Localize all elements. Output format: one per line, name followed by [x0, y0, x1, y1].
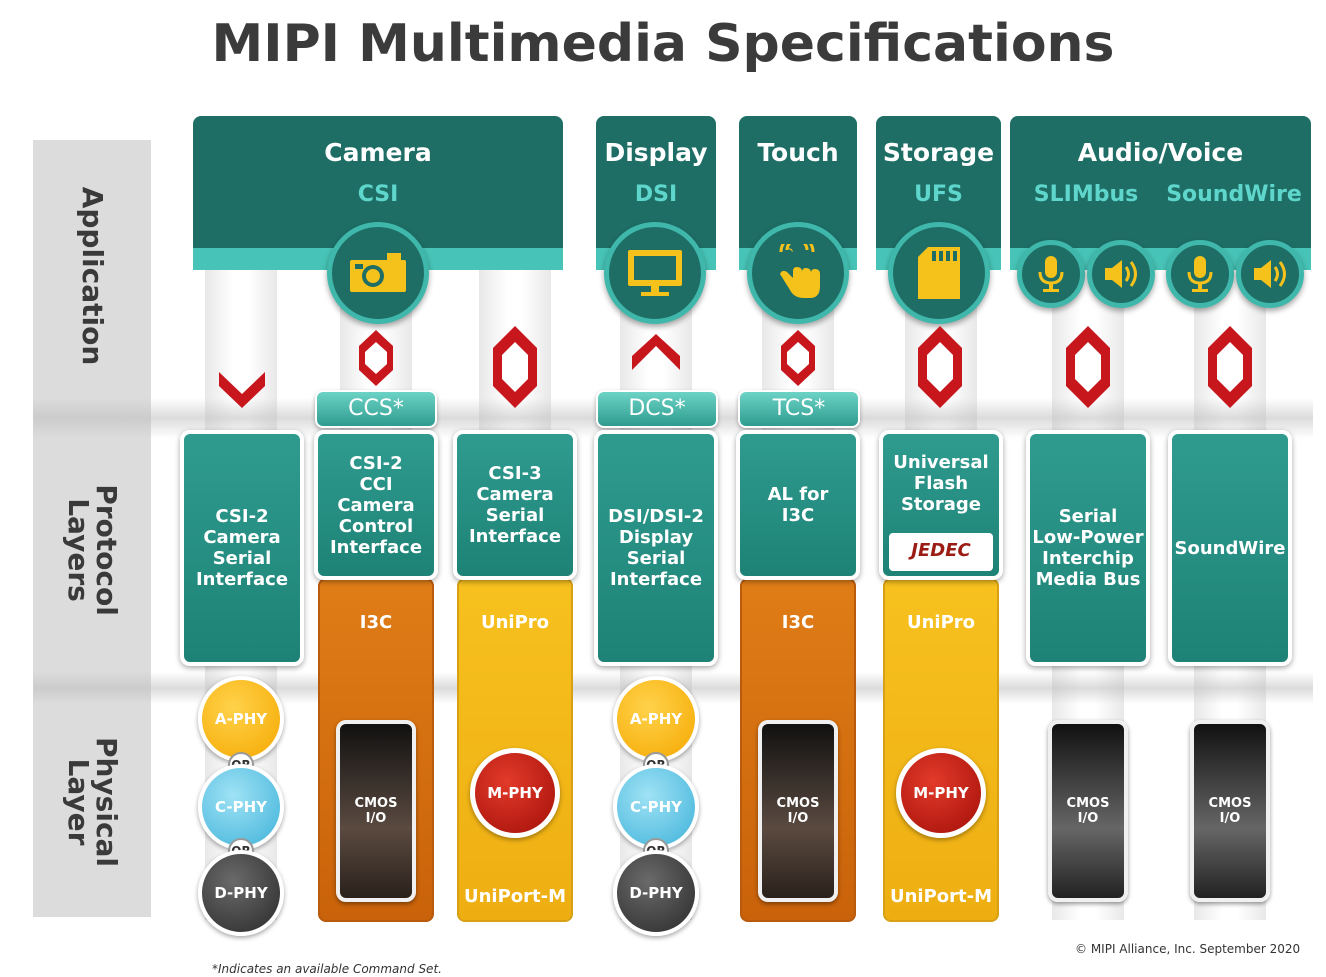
c-phy-circle: C-PHY — [613, 764, 699, 850]
cmos-io-box: CMOS I/O — [1190, 720, 1270, 902]
i3c-label: I3C — [359, 612, 393, 633]
microphone-icon — [1166, 240, 1234, 308]
cmos-io-box: CMOS I/O — [1048, 720, 1128, 902]
a-phy-circle: A-PHY — [613, 676, 699, 762]
speaker-icon — [1236, 240, 1304, 308]
bidirectional-arrow-icon — [781, 330, 815, 386]
touch-title: Touch — [757, 138, 839, 167]
d-phy-circle: D-PHY — [198, 850, 284, 936]
cmos-io-box: CMOS I/O — [758, 720, 838, 902]
camera-title: Camera — [324, 138, 432, 167]
jedec-logo: JEDEC — [889, 533, 993, 571]
copyright: © MIPI Alliance, Inc. September 2020 — [1075, 942, 1301, 956]
protocol-layer-label-box: Protocol Layers — [33, 412, 151, 687]
ccs-tag: CCS* — [315, 390, 437, 428]
cmos-io-box: CMOS I/O — [336, 720, 416, 902]
protocol-layer-label: Protocol Layers — [62, 483, 123, 616]
c-phy-circle: C-PHY — [198, 764, 284, 850]
storage-subtitle: UFS — [914, 182, 963, 207]
storage-title: Storage — [882, 138, 995, 167]
application-layer-label-box: Application — [33, 140, 151, 412]
audio-title: Audio/Voice — [1077, 138, 1244, 167]
ufs-label: Universal Flash Storage — [893, 452, 989, 515]
slimbus-subtitle: SLIMbus — [1033, 182, 1139, 207]
physical-layer-label-box: Physical Layer — [33, 687, 151, 917]
bidirectional-arrow-icon — [493, 326, 537, 408]
sd-card-icon — [888, 222, 990, 324]
footnote: *Indicates an available Command Set. — [212, 962, 442, 976]
dsi-box: DSI/DSI-2 Display Serial Interface — [594, 430, 718, 666]
down-arrow-icon — [219, 372, 265, 408]
bidirectional-arrow-icon — [1208, 326, 1252, 408]
soundwire-subtitle: SoundWire — [1166, 182, 1302, 207]
al-for-i3c-box: AL for I3C — [736, 430, 860, 580]
display-title: Display — [604, 138, 708, 167]
uniport-m-label: UniPort-M — [463, 886, 567, 907]
application-layer-label: Application — [76, 186, 109, 366]
camera-icon — [327, 222, 429, 324]
csi2-cci-box: CSI-2 CCI Camera Control Interface — [314, 430, 438, 580]
bidirectional-arrow-icon — [918, 326, 962, 408]
m-phy-circle: M-PHY — [470, 748, 560, 838]
page-title: MIPI Multimedia Specifications — [211, 14, 1115, 74]
unipro-label: UniPro — [906, 612, 976, 633]
touch-icon — [747, 222, 849, 324]
microphone-icon — [1017, 240, 1085, 308]
monitor-icon — [604, 222, 706, 324]
csi3-box: CSI-3 Camera Serial Interface — [453, 430, 577, 580]
i3c-label: I3C — [781, 612, 815, 633]
bidirectional-arrow-icon — [359, 330, 393, 386]
tcs-tag: TCS* — [738, 390, 860, 428]
m-phy-circle: M-PHY — [896, 748, 986, 838]
d-phy-circle: D-PHY — [613, 850, 699, 936]
soundwire-box: SoundWire — [1168, 430, 1292, 666]
a-phy-circle: A-PHY — [198, 676, 284, 762]
camera-subtitle: CSI — [357, 182, 399, 207]
up-arrow-icon — [632, 334, 680, 372]
speaker-icon — [1087, 240, 1155, 308]
dcs-tag: DCS* — [596, 390, 718, 428]
csi2-box: CSI-2 Camera Serial Interface — [180, 430, 304, 666]
slimbus-box: Serial Low-Power Interchip Media Bus — [1026, 430, 1150, 666]
bidirectional-arrow-icon — [1066, 326, 1110, 408]
camera-header: Camera CSI — [193, 116, 563, 270]
display-subtitle: DSI — [634, 182, 678, 207]
physical-layer-label: Physical Layer — [62, 736, 123, 868]
uniport-m-label: UniPort-M — [889, 886, 993, 907]
unipro-label: UniPro — [480, 612, 550, 633]
unipro-stack: UniPro UniPort-M — [457, 578, 573, 922]
